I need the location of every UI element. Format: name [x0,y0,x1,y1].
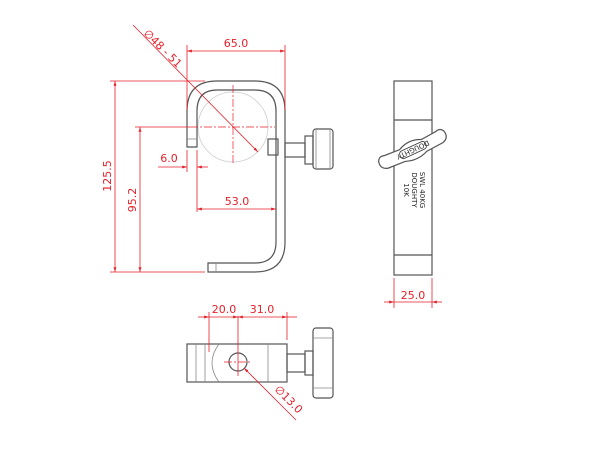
front-view: 65.0 125.5 95.2 6.0 53.0 ∅48 - 51 [101,24,334,273]
dim-gap-6: 6.0 [160,152,178,165]
dim-inner-53: 53.0 [225,195,250,208]
hook-outline [186,80,286,273]
dim-20: 20.0 [212,303,237,316]
bottom-view: 20.0 31.0 ∅13.0 [186,303,334,421]
dim-tube-diameter: ∅48 - 51 [141,27,185,71]
dim-height-125: 125.5 [101,160,114,192]
dim-side-width: 25.0 [401,289,426,302]
screw-rod [284,142,306,158]
wing-toggle: DOUGHTY [378,128,447,169]
dim-31: 31.0 [250,303,275,316]
knob-bottom [312,327,334,399]
side-view: DOUGHTY 10K DOUGHTY SWL 40KG 25.0 [378,80,447,308]
screw-block [267,138,279,156]
dim-hole-diameter: ∅13.0 [272,383,305,416]
dim-height-95: 95.2 [126,188,139,213]
engraving-line: SWL 40KG [418,172,426,208]
dim-width-65: 65.0 [224,37,249,50]
engraving-line: DOUGHTY [410,172,418,208]
engraving-line: 10K [402,183,410,197]
knob [312,128,334,170]
